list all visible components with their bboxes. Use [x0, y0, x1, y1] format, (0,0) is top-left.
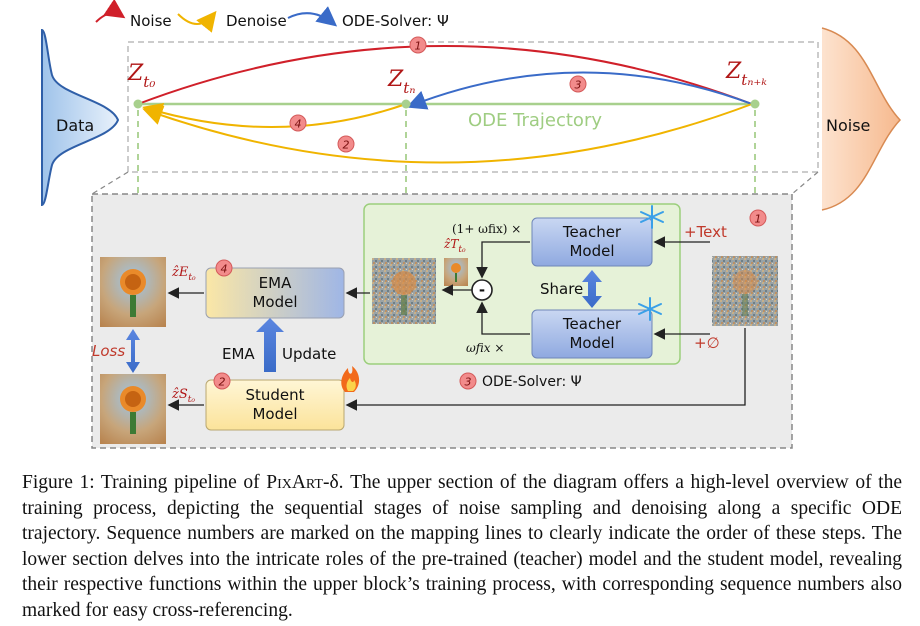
badge-top-2: 2 [337, 135, 355, 153]
svg-text:2: 2 [219, 376, 226, 389]
legend: Noise Denoise ODE-Solver: Ψ [95, 0, 449, 33]
point-z-t0 [133, 99, 143, 109]
noise-curve [137, 45, 753, 105]
svg-text:4: 4 [295, 118, 302, 131]
z-hat-t-t0-label: ẑTt₀ [443, 237, 466, 255]
svg-text:2: 2 [343, 139, 350, 152]
loss-arrow [126, 329, 140, 373]
student-model-box [205, 379, 345, 431]
figure-caption: Figure 1: Training pipeline of PixArt-δ.… [22, 472, 903, 621]
teacher-model-top-label-2: Model [569, 242, 614, 260]
teacher-model-bottom-label-2: Model [569, 334, 614, 352]
ema-label: EMA [222, 345, 255, 363]
image-ema-output [100, 257, 166, 327]
badge-top-3: 3 [569, 75, 587, 93]
ode-solver-panel-label: ODE-Solver: Ψ [482, 374, 582, 390]
svg-text:3: 3 [575, 79, 582, 92]
badge-top-1: 1 [409, 36, 427, 54]
ema-model-label-2: Model [252, 293, 297, 311]
teacher-model-top-box [531, 217, 653, 267]
image-z-tn-noisy [372, 258, 436, 324]
snowflake-icon-top [640, 205, 664, 229]
badge-top-4: 4 [289, 114, 307, 132]
teacher-model-top-label-1: Teacher [562, 223, 622, 241]
share-label: Share [540, 280, 583, 298]
subtract-symbol: - [479, 281, 485, 299]
snowflake-icon-bottom [638, 297, 662, 321]
ode-trajectory-label: ODE Trajectory [468, 110, 602, 131]
image-teacher-prediction [444, 258, 468, 286]
svg-text:1: 1 [415, 40, 422, 53]
noise-label: Noise [826, 116, 870, 135]
badge-bottom-1: 1 [749, 209, 767, 227]
training-pipeline-diagram: Noise Denoise ODE-Solver: Ψ Data Noise O… [41, 0, 902, 449]
loss-label: Loss [92, 342, 125, 360]
denoise-curve-long [142, 103, 753, 164]
svg-text:3: 3 [465, 376, 472, 389]
student-model-label-1: Student [245, 386, 304, 404]
plus-text-label: +Text [684, 223, 727, 241]
legend-ode-solver-label: ODE-Solver: Ψ [342, 12, 449, 30]
ema-model-label-1: EMA [259, 274, 292, 292]
z-hat-s-t0-label: ẑSt₀ [171, 387, 195, 405]
wfix-label: ωfix × [466, 341, 504, 355]
image-student-output [100, 374, 166, 444]
denoise-legend-icon [177, 10, 217, 33]
noise-legend-icon [95, 0, 126, 23]
plus-null-label: +∅ [694, 334, 720, 352]
top-section-frame [127, 41, 819, 173]
noise-distribution-shape [822, 28, 900, 210]
legend-denoise-label: Denoise [226, 12, 287, 30]
z-t0-label: Zt₀ [127, 61, 155, 91]
ode-solver-curve [406, 71, 753, 110]
image-z-tnk-noisy [712, 256, 778, 326]
badge-bottom-4: 4 [215, 259, 233, 277]
badge-bottom-2: 2 [213, 372, 231, 390]
badge-bottom-3: 3 [459, 372, 477, 390]
svg-text:1: 1 [755, 213, 762, 226]
data-distribution-shape [41, 28, 120, 207]
z-tnk-label: Ztₙ₊ₖ [725, 59, 767, 89]
share-arrow [582, 270, 602, 308]
update-label: Update [282, 345, 336, 363]
z-hat-e-t0-label: ẑEt₀ [171, 265, 196, 283]
ema-model-box [205, 267, 345, 319]
denoise-curve-short [142, 102, 407, 129]
one-plus-wfix-label: (1+ ωfix) × [452, 222, 521, 236]
teacher-model-bottom-label-1: Teacher [562, 315, 622, 333]
z-tn-label: Ztₙ [387, 67, 415, 97]
fire-icon [341, 366, 360, 392]
point-z-tn [401, 99, 411, 109]
flow-connectors [167, 236, 746, 411]
student-model-label-2: Model [252, 405, 297, 423]
legend-noise-label: Noise [130, 12, 172, 30]
point-z-tnk [750, 99, 760, 109]
teacher-model-bottom-box [531, 309, 653, 359]
svg-text:4: 4 [221, 263, 228, 276]
ode-solver-legend-icon [287, 6, 338, 27]
data-label: Data [56, 116, 94, 135]
update-arrow [256, 318, 284, 372]
